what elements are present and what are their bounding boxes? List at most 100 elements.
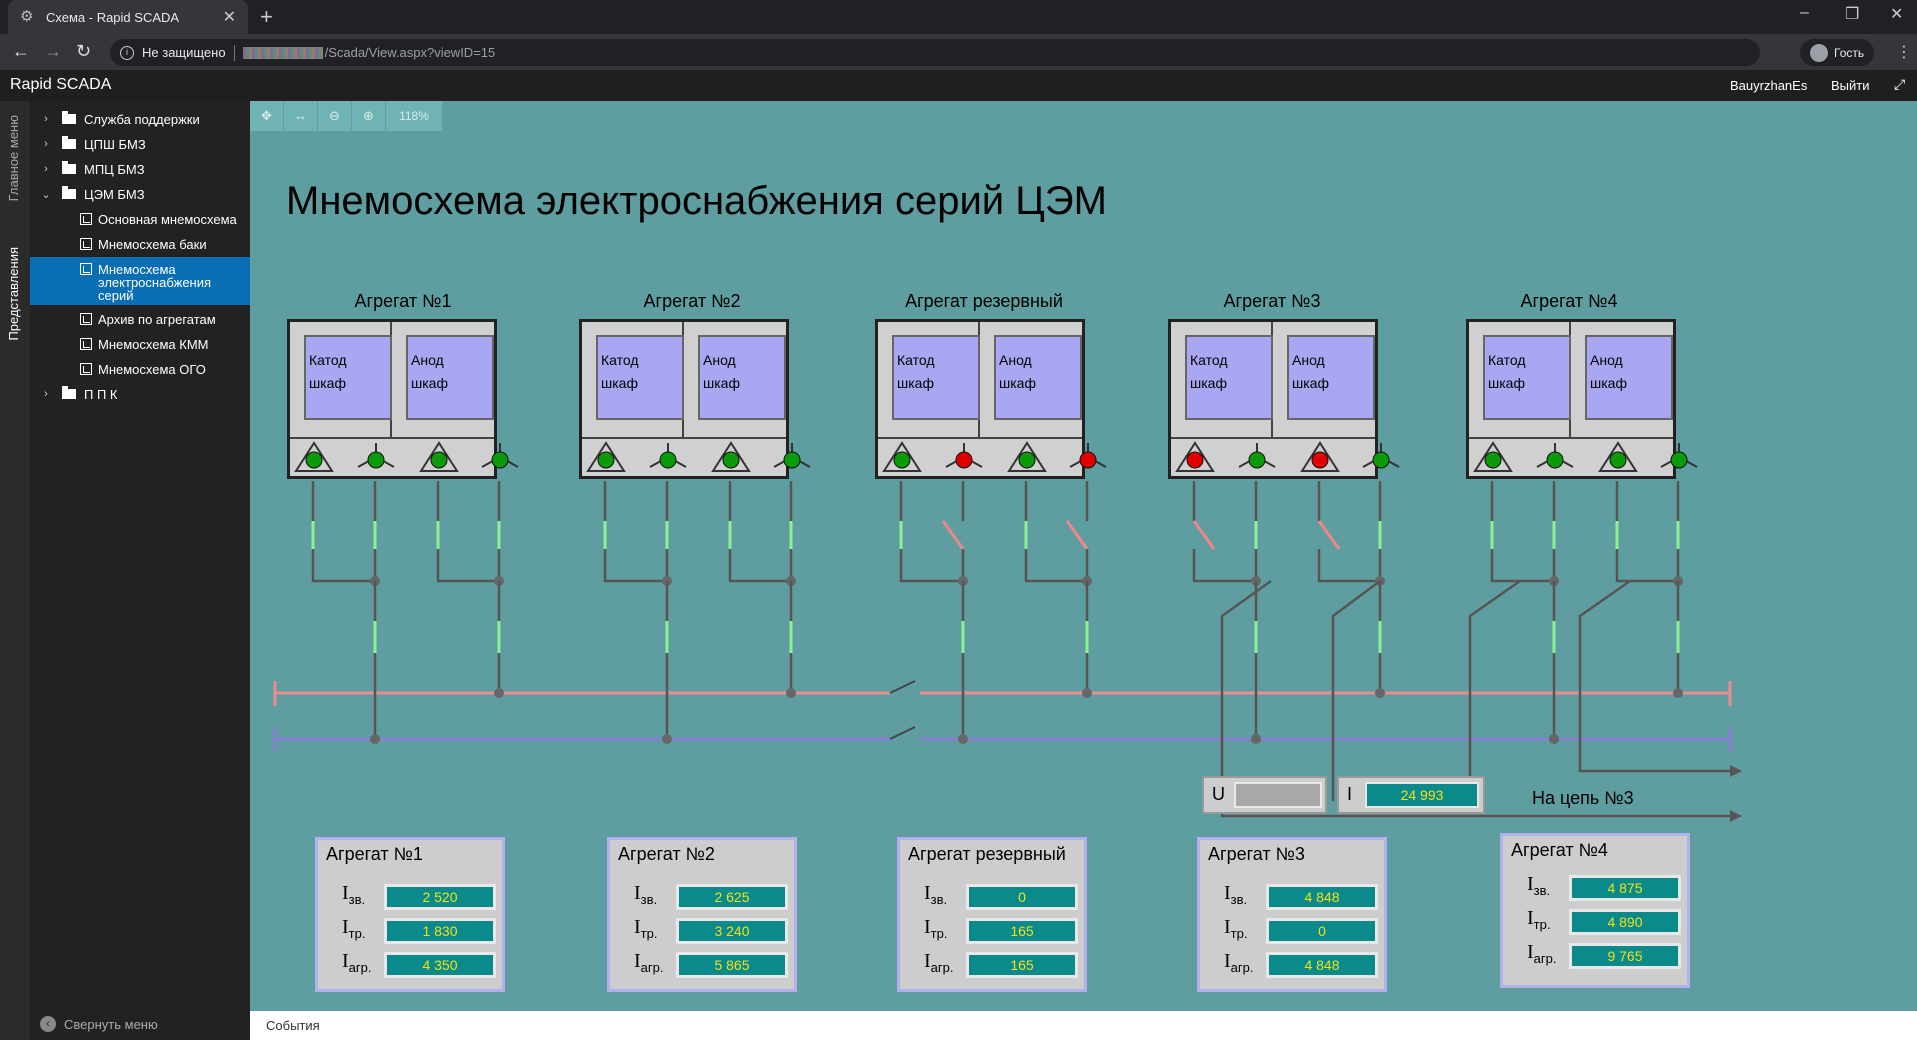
tree-item-label: Мнемосхема электроснабжения серий — [98, 262, 212, 303]
tree-item-cpsh[interactable]: › ЦПШ БМЗ — [30, 132, 250, 156]
back-icon[interactable]: ← — [12, 41, 30, 61]
tree-item-cem[interactable]: ⌄ ЦЭМ БМЗ — [30, 182, 250, 206]
breaker-open — [941, 520, 965, 550]
tree-item-label: Мнемосхема баки — [98, 236, 207, 252]
app-header: Rapid SCADA BauyrzhanEs Выйти ⤢ — [0, 70, 1917, 101]
url-path: /Scada/View.aspx?viewID=15 — [324, 45, 496, 60]
fullscreen-icon[interactable]: ⤢ — [1894, 76, 1906, 92]
current-box: I 24 993 — [1337, 776, 1485, 814]
zoom-in-icon[interactable]: ⊕ — [352, 101, 386, 131]
feeder-wire — [1192, 549, 1256, 583]
events-panel[interactable]: События — [250, 1011, 1917, 1040]
logout-link[interactable]: Выйти — [1831, 78, 1870, 93]
user-name[interactable]: BauyrzhanEs — [1730, 78, 1808, 93]
voltage-label: U — [1212, 784, 1225, 804]
gauge-value-tr: 1 830 — [384, 918, 496, 944]
tree-item-label: ЦПШ БМЗ — [84, 136, 146, 152]
star-symbol — [1380, 456, 1400, 468]
feeder-wire — [1317, 549, 1380, 583]
gauge-value-zv: 4 848 — [1266, 884, 1378, 910]
app-brand[interactable]: Rapid SCADA — [10, 76, 112, 93]
restore-icon[interactable]: ❐ — [1845, 6, 1860, 23]
gauge-value-agr: 165 — [966, 952, 1078, 978]
chevron-right-icon[interactable]: › — [44, 163, 48, 175]
chain-label: На цепь №3 — [1532, 788, 1634, 808]
tab-main-menu[interactable]: Главное меню — [6, 115, 21, 202]
gauge-row-label: Iагр. — [924, 950, 954, 975]
zoom-out-icon[interactable]: ⊖ — [318, 101, 352, 131]
chain-feed — [1578, 579, 1730, 773]
junction-node — [1251, 576, 1261, 586]
more-icon[interactable]: ⋮ — [1896, 44, 1912, 61]
tree-item-label: Мнемосхема КММ — [98, 336, 209, 352]
tree-item-kmm[interactable]: Мнемосхема КММ — [30, 332, 250, 356]
gauge-title: Агрегат №4 — [1511, 840, 1608, 860]
chevron-right-icon[interactable]: › — [44, 138, 48, 150]
gauge-value-zv: 2 520 — [384, 884, 496, 910]
gauge-value-zv: 4 875 — [1569, 875, 1681, 901]
folder-icon — [62, 186, 76, 199]
new-tab-button[interactable]: + — [260, 4, 273, 29]
cabinet-indicators — [1469, 437, 1673, 479]
chevron-down-icon[interactable]: ⌄ — [41, 188, 51, 201]
gauge-row-label: Iагр. — [634, 950, 664, 975]
tree-item-mpc[interactable]: › МПЦ БМЗ — [30, 157, 250, 181]
junction-node — [1082, 688, 1092, 698]
breaker-open — [1065, 520, 1089, 550]
masked-host — [242, 46, 323, 59]
junction-node — [494, 576, 504, 586]
tree-item-support[interactable]: › Служба поддержки — [30, 107, 250, 131]
chevron-right-icon[interactable]: › — [44, 388, 48, 400]
junction-node — [662, 576, 672, 586]
tree-item-label: ЦЭМ БМЗ — [84, 186, 145, 202]
profile-button[interactable]: Гость — [1800, 39, 1875, 66]
folder-icon — [62, 386, 76, 399]
minimize-icon[interactable]: – — [1800, 4, 1809, 21]
unit-2-title: Агрегат №2 — [643, 291, 741, 311]
fit-width-icon[interactable]: ↔ — [284, 101, 318, 131]
tree-item-label: Служба поддержки — [84, 111, 200, 127]
tree-item-power-scheme[interactable]: Мнемосхема электроснабжения серий — [30, 257, 250, 305]
tree-item-main-scheme[interactable]: Основная мнемосхема — [30, 207, 250, 231]
junction-node — [1549, 734, 1559, 744]
window-close-icon[interactable]: ✕ — [1890, 6, 1904, 23]
tree-item-tanks[interactable]: Мнемосхема баки — [30, 232, 250, 256]
tree-item-ogo[interactable]: Мнемосхема ОГО — [30, 357, 250, 381]
gauge-value-agr: 5 865 — [676, 952, 788, 978]
forward-icon[interactable]: → — [44, 41, 62, 61]
chevron-right-icon[interactable]: › — [44, 113, 48, 125]
move-icon[interactable]: ✥ — [250, 101, 284, 131]
address-bar[interactable]: i Не защищено /Scada/View.aspx?viewID=15 — [110, 39, 1760, 66]
tree-item-archive[interactable]: Архив по агрегатам — [30, 307, 250, 331]
collapse-menu-label: Свернуть меню — [64, 1016, 158, 1032]
scheme-canvas: ✥ ↔ ⊖ ⊕ 118% Мнемосхема электроснабжения… — [250, 101, 1917, 1011]
junction-node — [786, 688, 796, 698]
collapse-menu-button[interactable]: ‹ Свернуть меню — [40, 1016, 158, 1032]
feeder-wire — [603, 549, 667, 583]
close-icon[interactable]: ✕ — [222, 9, 236, 26]
folder-icon — [62, 136, 76, 149]
browser-tab-strip: ⚙ Схема - Rapid SCADA ✕ + – ❐ ✕ — [0, 0, 1917, 34]
tree-item-ppk[interactable]: › П П К — [30, 382, 250, 406]
reload-icon[interactable]: ↻ — [76, 41, 92, 61]
gauge-row-label: Iагр. — [342, 950, 372, 975]
tab-views[interactable]: Представления — [6, 247, 21, 341]
browser-tab[interactable]: ⚙ Схема - Rapid SCADA ✕ — [8, 0, 248, 34]
junction-node — [958, 734, 968, 744]
info-icon[interactable]: i — [120, 45, 134, 60]
